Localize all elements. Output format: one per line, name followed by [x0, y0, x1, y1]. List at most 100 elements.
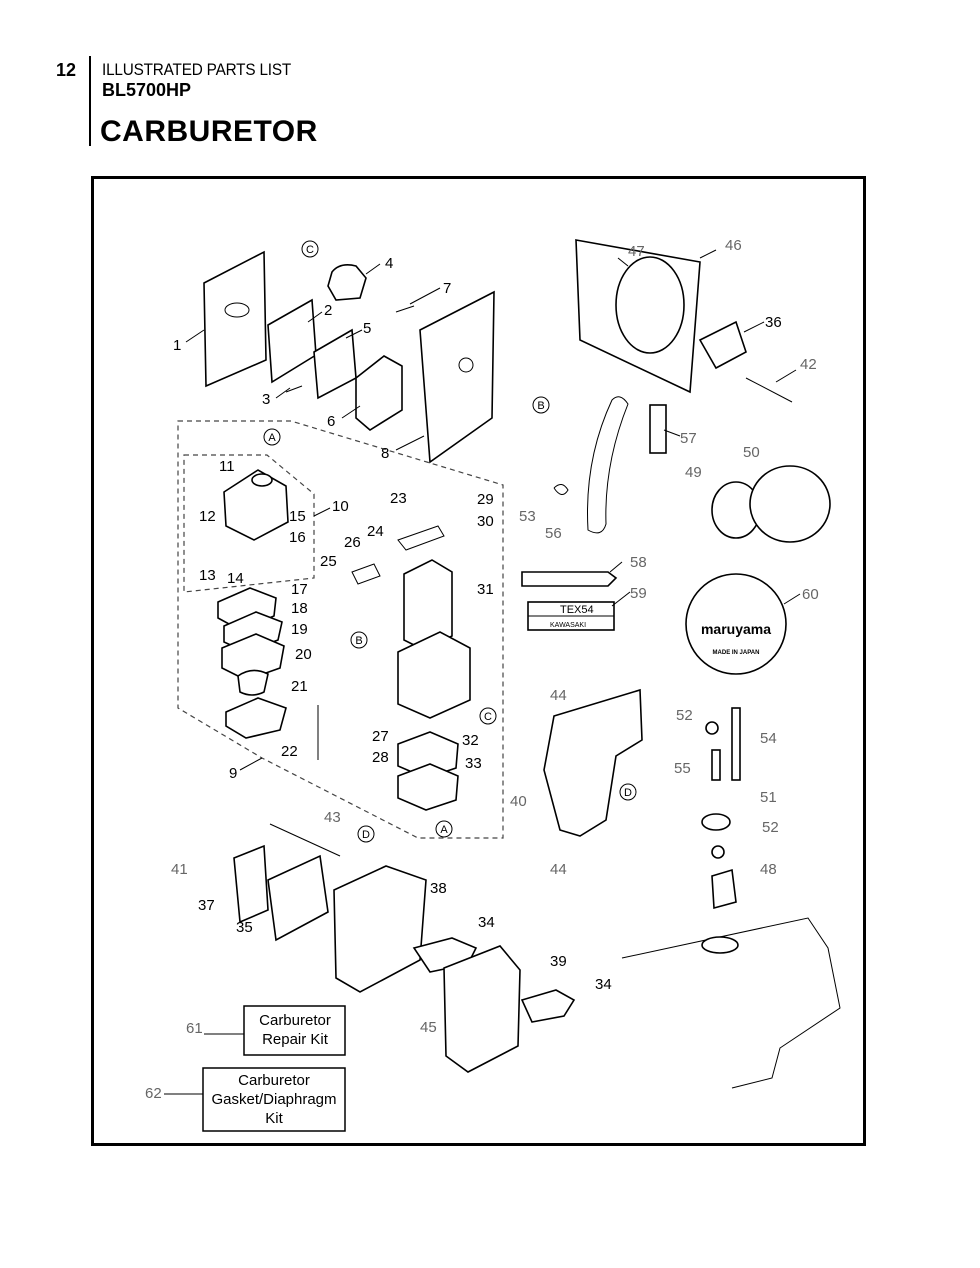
gasket-34-lower [520, 989, 576, 1023]
callout-32: 32 [462, 732, 479, 749]
cup-20 [237, 669, 269, 696]
callout-numbers: 1 2 3 4 5 6 7 8 9 10 11 12 13 14 15 16 1… [145, 237, 819, 1102]
callout-3: 3 [262, 391, 270, 408]
marker-c-top: C [306, 244, 314, 256]
callout-46: 46 [725, 237, 742, 254]
gasket-37 [233, 844, 269, 924]
marker-b-right: B [537, 400, 544, 412]
callout-47: 47 [628, 243, 645, 260]
callout-18: 18 [291, 600, 308, 617]
callout-12: 12 [199, 508, 216, 525]
callout-6: 6 [327, 413, 335, 430]
callout-26: 26 [344, 534, 361, 551]
callout-40: 40 [510, 793, 527, 810]
callout-14: 14 [227, 570, 244, 587]
reference-markers: A A B B C C D D [263, 240, 637, 843]
callout-44-upper: 44 [550, 687, 567, 704]
callout-36: 36 [765, 314, 782, 331]
callout-50: 50 [743, 444, 760, 461]
kit-62-line2: Gasket/Diaphragm [211, 1091, 336, 1108]
callout-35: 35 [236, 919, 253, 936]
muffler-38 [333, 865, 427, 993]
pin-55 [711, 749, 721, 781]
engine-outline [621, 917, 841, 1089]
gasket-32 [397, 731, 459, 779]
bolt-43 [269, 823, 341, 857]
callout-48: 48 [760, 861, 777, 878]
callout-15: 15 [289, 508, 306, 525]
callout-27: 27 [372, 728, 389, 745]
maruyama-logo-text: maruyama [701, 621, 771, 637]
bracket-40 [543, 688, 643, 837]
diagram-frame [91, 176, 866, 1146]
callout-52-upper: 52 [676, 707, 693, 724]
callout-13: 13 [199, 567, 216, 584]
callout-21: 21 [291, 678, 308, 695]
callout-61: 61 [186, 1020, 203, 1037]
element-50 [749, 465, 831, 543]
pin-54 [731, 707, 741, 781]
callout-29: 29 [477, 491, 494, 508]
gasket-plate-1 [203, 250, 267, 388]
callout-9: 9 [229, 765, 237, 782]
kit-62-line3: Kit [265, 1110, 283, 1127]
callout-49: 49 [685, 464, 702, 481]
callout-54: 54 [760, 730, 777, 747]
washer-52-lower [711, 845, 725, 859]
cleaner-element [615, 256, 685, 354]
gasket-plate-8 [419, 290, 495, 464]
cover-39 [443, 945, 521, 1073]
gasket-35 [267, 854, 329, 942]
callout-17: 17 [291, 581, 308, 598]
callout-31: 31 [477, 581, 494, 598]
model-name: BL5700HP [102, 80, 192, 100]
throttle-body [403, 559, 453, 651]
arrow-decal-58 [521, 571, 618, 587]
callout-43: 43 [324, 809, 341, 826]
insulator-2 [267, 298, 317, 384]
diaphragm-33 [397, 763, 459, 811]
pump-cover [223, 469, 289, 541]
page-title: CARBURETOR [100, 115, 318, 148]
callout-22: 22 [281, 743, 298, 760]
callout-8: 8 [381, 445, 389, 462]
callout-34-lower: 34 [595, 976, 612, 993]
callout-20: 20 [295, 646, 312, 663]
marker-d-left: D [362, 829, 370, 841]
page-header: 12 ILLUSTRATED PARTS LIST BL5700HP CARBU… [0, 0, 980, 160]
callout-55: 55 [674, 760, 691, 777]
callout-62: 62 [145, 1085, 162, 1102]
callout-45: 45 [420, 1019, 437, 1036]
callout-24: 24 [367, 523, 384, 540]
callout-59: 59 [630, 585, 647, 602]
kit-62-line1: Carburetor [238, 1072, 310, 1089]
kit-62-box [202, 1067, 346, 1132]
kawasaki-text: KAWASAKI [550, 622, 586, 629]
callout-23: 23 [390, 490, 407, 507]
hose-56 [587, 396, 629, 534]
gasket-4 [327, 264, 367, 301]
callout-16: 16 [289, 529, 306, 546]
callout-10: 10 [332, 498, 349, 515]
callout-33: 33 [465, 755, 482, 772]
carburetor-assembly-outline [177, 420, 504, 839]
callout-28: 28 [372, 749, 389, 766]
callout-1: 1 [173, 337, 181, 354]
callout-34-upper: 34 [478, 914, 495, 931]
cover-21 [225, 697, 287, 739]
callout-38: 38 [430, 880, 447, 897]
marker-b-left: B [355, 635, 362, 647]
callout-58: 58 [630, 554, 647, 571]
callout-42: 42 [800, 356, 817, 373]
marker-a-lower: A [440, 824, 448, 836]
bracket-36 [698, 320, 747, 370]
section-title: ILLUSTRATED PARTS LIST [102, 60, 292, 79]
gasket-5 [313, 328, 357, 400]
callout-19: 19 [291, 621, 308, 638]
kit-61-line2: Repair Kit [262, 1031, 329, 1048]
marker-c-right: C [484, 711, 492, 723]
callout-60: 60 [802, 586, 819, 603]
tex54-text: TEX54 [560, 604, 594, 616]
pump-subassembly-outline [183, 454, 315, 593]
